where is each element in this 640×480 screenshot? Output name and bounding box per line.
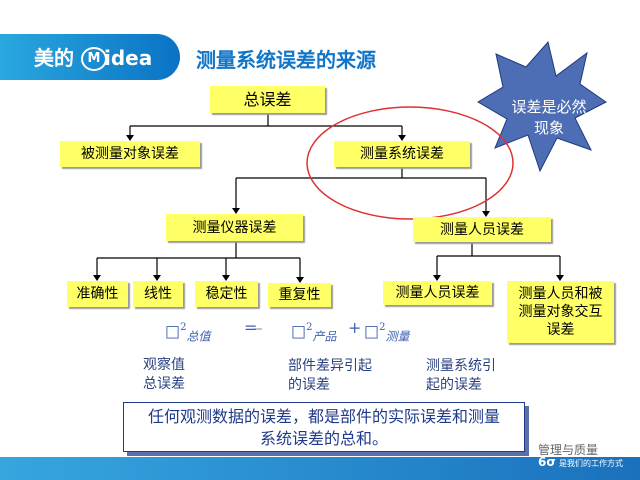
node-linearity: 线性	[133, 281, 183, 307]
caption-system: 测量系统引 起的误差	[426, 357, 496, 395]
highlight-ellipse	[306, 106, 514, 220]
watermark-logo-icon: 6σ	[538, 455, 556, 469]
sigma-symbol: □	[291, 321, 307, 341]
node-instrument-error: 测量仪器误差	[166, 214, 303, 241]
sigma-symbol: □	[165, 321, 181, 341]
tree-connectors	[96, 113, 561, 282]
page-title: 测量系统误差的来源	[196, 48, 376, 72]
starburst-line-2: 现象	[533, 119, 564, 137]
watermark-subtitle: 是我们的工作方式	[559, 459, 623, 468]
caption-observed-line-2: 总误差	[143, 376, 185, 392]
formula-power: 2	[180, 322, 187, 333]
node-accuracy: 准确性	[67, 281, 128, 307]
connector-arrowheads	[93, 135, 564, 283]
formula-sub-product: 产品	[312, 329, 337, 344]
formula-term-measurement: □2测量	[364, 317, 410, 348]
node-system-error: 测量系统误差	[334, 141, 470, 167]
caption-part-line-2: 的误差	[288, 377, 330, 393]
caption-observed: 观察值 总误差	[143, 356, 185, 394]
caption-part: 部件差异引起 的误差	[288, 357, 372, 395]
sigma-symbol: □	[364, 321, 380, 341]
node-stability: 稳定性	[195, 281, 258, 307]
node-total-error: 总误差	[210, 86, 325, 113]
watermark-title: 管理与质量	[538, 443, 599, 457]
formula-power: 2	[379, 322, 386, 333]
formula-equals: =	[244, 318, 258, 337]
starburst-line-1: 误差是必然	[511, 98, 587, 116]
starburst-shape	[477, 40, 607, 173]
node-personnel-error: 测量人员误差	[413, 217, 551, 242]
summary-line-2: 系统误差的总和。	[259, 429, 388, 448]
node-personnel-error-leaf: 测量人员误差	[383, 281, 492, 305]
node-repeatability: 重复性	[268, 283, 331, 307]
caption-observed-line-1: 观察值	[143, 357, 185, 373]
formula-plus: +	[348, 318, 362, 337]
node-interaction-error: 测量人员和被测量对象交互误差	[507, 281, 614, 343]
summary-box: 任何观测数据的误差，都是部件的实际误差和测量 系统误差的总和。	[123, 402, 525, 452]
midea-logo-en: idea	[104, 46, 153, 70]
caption-system-line-1: 测量系统引	[426, 358, 496, 374]
node-object-error: 被测量对象误差	[60, 141, 200, 167]
bottom-bar	[0, 457, 640, 480]
formula-term-product: □2产品	[291, 317, 337, 348]
formula-power: 2	[306, 322, 313, 333]
formula-term-total: □2总值	[165, 317, 211, 348]
midea-logo-cn: 美的	[34, 46, 74, 70]
formula-sub-total: 总值	[186, 329, 211, 344]
summary-line-1: 任何观测数据的误差，都是部件的实际误差和测量	[147, 407, 500, 426]
midea-logo-ring-icon: M	[81, 47, 107, 71]
caption-part-line-1: 部件差异引起	[288, 358, 372, 374]
formula-sub-measurement: 测量	[385, 329, 410, 344]
caption-system-line-2: 起的误差	[426, 377, 482, 393]
starburst-text: 误差是必然 现象	[495, 97, 603, 139]
